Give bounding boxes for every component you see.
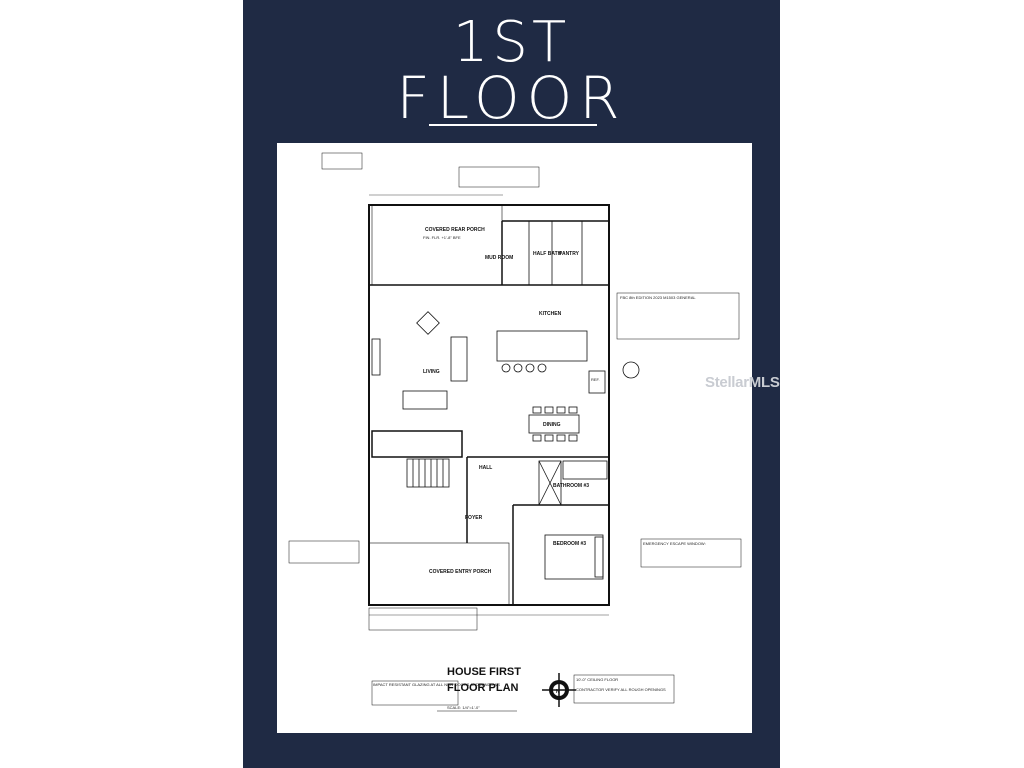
label-ref: REF. <box>591 377 600 382</box>
room-covered-entry-porch: COVERED ENTRY PORCH <box>429 569 492 575</box>
note-fin-floor: FIN. FLR. +1'-8" BFE <box>423 235 461 240</box>
north-letter: N <box>556 689 560 695</box>
room-bedroom: BEDROOM #3 <box>553 541 586 547</box>
title-underline <box>429 124 597 126</box>
room-kitchen: KITCHEN <box>539 311 562 317</box>
stellar-mls-watermark: StellarMLS <box>705 374 780 391</box>
note-contractor: CONTRACTOR VERIFY ALL ROUGH OPENINGS <box>576 687 666 692</box>
plan-title-line1: HOUSE FIRST <box>447 666 521 678</box>
room-dining: DINING <box>543 422 561 428</box>
plan-scale: SCALE: 1/4"=1'-0" <box>447 705 480 710</box>
note-impact: IMPACT RESISTANT GLAZING AT ALL NEW DOOR… <box>373 682 500 687</box>
room-hall: HALL <box>479 465 492 471</box>
room-mud-room: MUD ROOM <box>485 255 513 261</box>
floor-title-line2: FLOOR <box>396 64 627 132</box>
room-foyer: FOYER <box>465 515 483 521</box>
room-living: LIVING <box>423 369 440 375</box>
note-fbc: FBC 8th EDITION 2023 M1503 GENERAL <box>620 295 696 300</box>
north-arrow-icon <box>542 673 576 707</box>
room-covered-rear-porch: COVERED REAR PORCH <box>425 227 485 233</box>
note-egress: EMERGENCY ESCAPE WINDOW: <box>643 541 706 546</box>
note-ceiling: 10'-0" CEILING FLOOR <box>576 677 618 682</box>
room-bathroom: BATHROOM #3 <box>553 483 589 489</box>
plan-title-line2: FLOOR PLAN <box>447 682 519 694</box>
watermark-suffix: MLS <box>748 374 780 391</box>
room-pantry: PANTRY <box>559 251 580 257</box>
floor-title-line1: 1ST <box>452 10 571 75</box>
watermark-brand: Stellar <box>705 374 749 391</box>
room-half-bath: HALF BATH <box>533 251 562 257</box>
floor-plan-sheet: N COVERED REAR PORCH MUD ROOM HALF BATH … <box>277 143 752 733</box>
floor-plan-drawing: N COVERED REAR PORCH MUD ROOM HALF BATH … <box>288 152 742 712</box>
